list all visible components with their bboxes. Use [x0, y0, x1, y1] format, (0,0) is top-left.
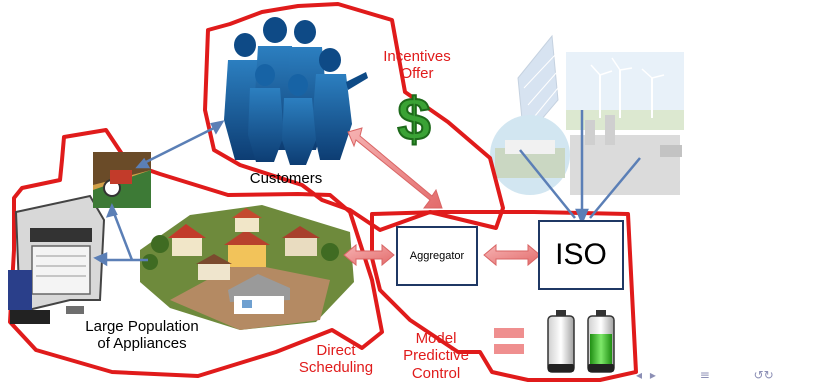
plant-iso-arrow	[589, 157, 641, 219]
hydro-iso-arrow	[519, 149, 576, 219]
house-2	[224, 230, 270, 267]
incentives-label-line1: Incentives	[383, 48, 451, 65]
mpc-label-line2: Predictive	[403, 347, 469, 365]
houses-aggregator-arrow	[343, 243, 395, 267]
arrowhead	[93, 252, 108, 267]
appliances-label-line2: of Appliances	[97, 335, 187, 353]
appliances-region-outline	[8, 128, 384, 378]
renewables-background	[490, 34, 684, 195]
red-double-arrows	[343, 127, 541, 267]
dollar-sign-icon: $	[396, 85, 431, 154]
model-predictive-control-label: Model Predictive Control	[396, 330, 476, 382]
slide-navigation[interactable]: ◂ ▸ ≡ ↺↻	[636, 368, 774, 382]
customers-label-text: Customers	[249, 170, 323, 187]
customers-farm-arrow	[139, 123, 221, 167]
appliances-label: Large Population of Appliances	[62, 318, 222, 353]
customers-silhouette-icon	[224, 17, 368, 165]
arrowhead	[210, 120, 225, 135]
house-6	[196, 254, 232, 280]
full-battery-icon	[587, 310, 615, 373]
aggregator-box: Aggregator	[396, 226, 478, 286]
neighborhood-houses-icon	[140, 205, 354, 330]
empty-battery-icon	[547, 310, 575, 373]
house-3	[232, 208, 262, 232]
customers-label: Customers	[238, 170, 334, 187]
arrowhead	[135, 157, 151, 169]
mpc-label-line3: Control	[411, 364, 461, 382]
blue-connectors	[93, 110, 641, 267]
iso-box: ISO	[538, 220, 624, 290]
mpc-label-line1: Model	[415, 330, 457, 347]
direct-scheduling-label: Direct Scheduling	[296, 342, 376, 377]
align-icon[interactable]: ≡	[699, 368, 710, 382]
incentives-aggregator-arrow	[347, 127, 443, 209]
iso-label: ISO	[555, 238, 607, 271]
aggregator-label: Aggregator	[409, 250, 465, 262]
incentives-label-line2: Offer	[400, 65, 434, 83]
dishwasher-icon	[8, 194, 106, 324]
appliances-label-line1: Large Population	[85, 318, 199, 335]
solar-panel-icon	[517, 34, 559, 142]
incentives-offer-label: Incentives Offer	[374, 48, 460, 83]
svg-text:$: $	[397, 86, 430, 153]
aggregator-iso-arrow	[483, 243, 541, 267]
direct-label-line1: Direct	[316, 342, 356, 359]
equals-sign-icon	[494, 328, 524, 354]
triangle-left-icon[interactable]: ◂	[636, 368, 643, 382]
customers-region-outline	[203, 2, 505, 232]
power-plant-icon	[570, 115, 682, 195]
loop-icon[interactable]: ↺↻	[753, 368, 774, 382]
wind-turbines-icon	[566, 52, 684, 130]
direct-label-line2: Scheduling	[298, 359, 374, 377]
house-1	[168, 224, 206, 256]
farm-appliances-arrow	[110, 207, 134, 261]
triangle-right-icon[interactable]: ▸	[649, 368, 656, 382]
red-outline-regions	[8, 2, 638, 382]
control-region-outline	[370, 210, 638, 382]
tractor-farm-icon	[93, 152, 151, 208]
hydro-dam-icon	[490, 115, 570, 195]
house-5	[228, 274, 290, 314]
house-4	[282, 226, 320, 256]
arrowhead	[575, 208, 589, 226]
arrowhead	[105, 202, 118, 218]
